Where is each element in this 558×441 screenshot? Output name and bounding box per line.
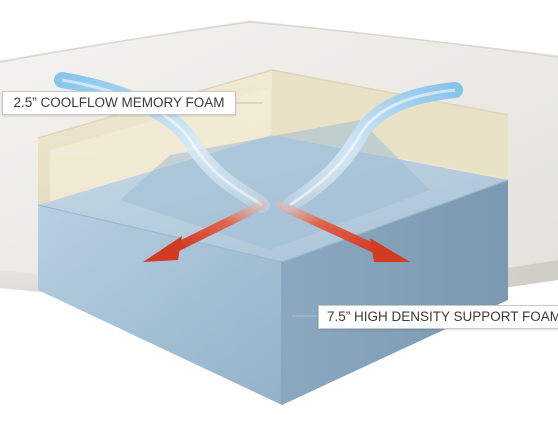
arrow-left-head (143, 236, 182, 262)
warm-airflow-arrows (143, 200, 410, 262)
support-layer-label: 7.5” HIGH DENSITY SUPPORT FOAM (318, 305, 558, 329)
cool-airflow (54, 72, 463, 213)
callout-leaders (236, 102, 318, 317)
comfort-layer-label: 2.5” COOLFLOW MEMORY FOAM (2, 91, 236, 115)
arrow-right-head (370, 238, 410, 262)
